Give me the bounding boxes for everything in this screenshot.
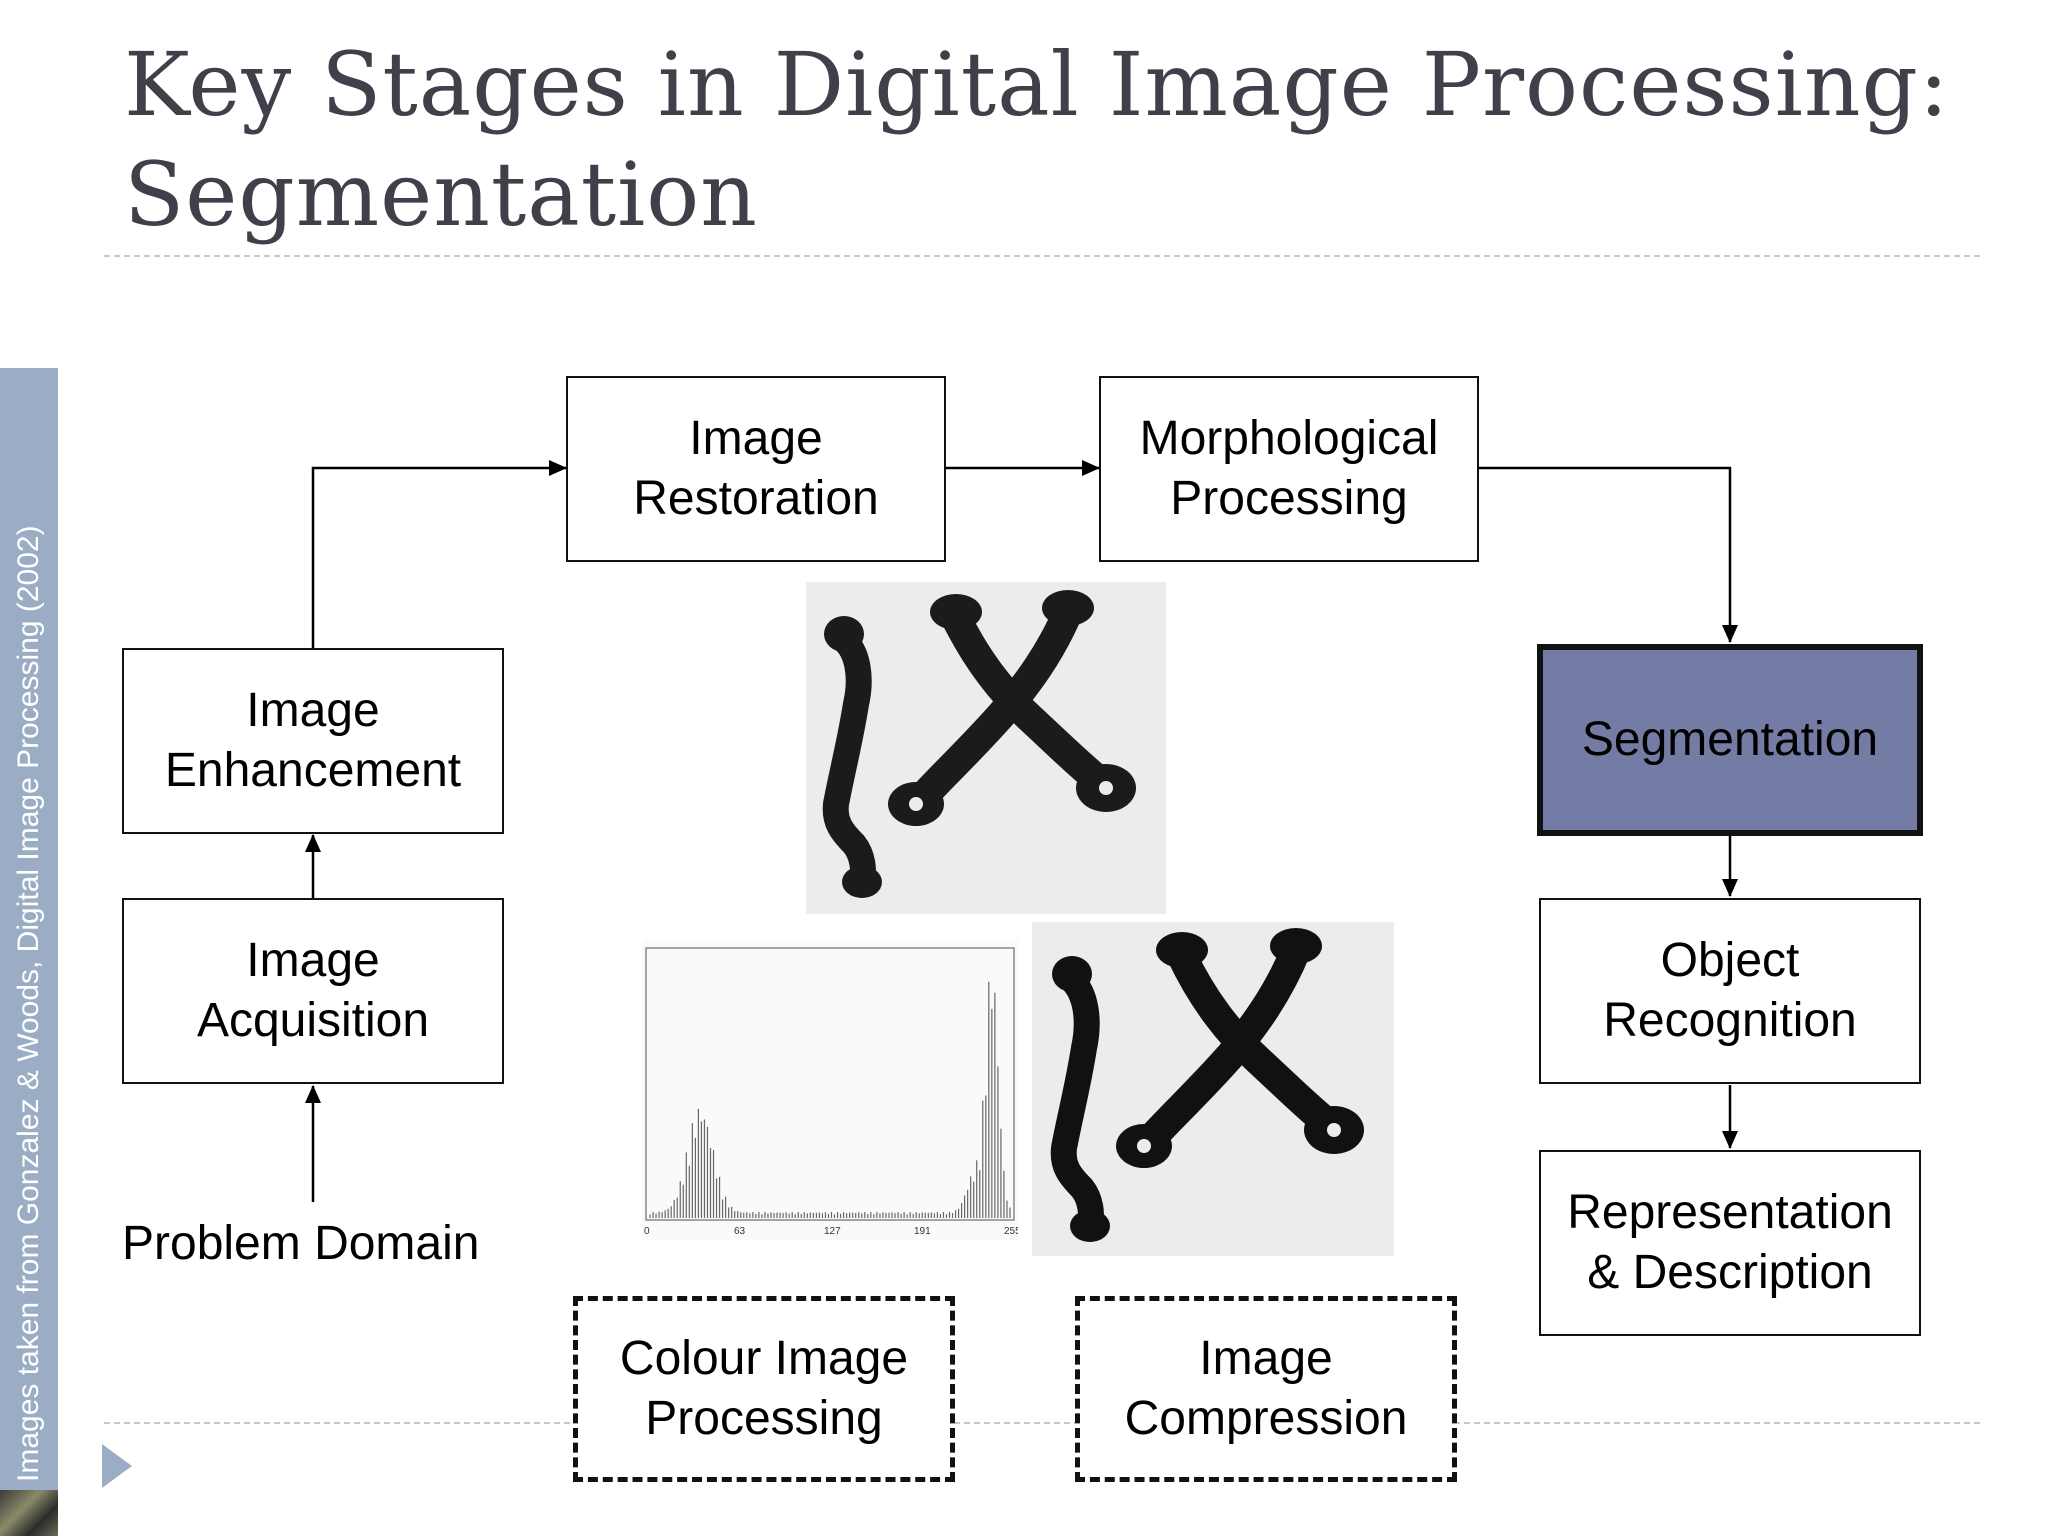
segmented-wrench-shapes xyxy=(1050,928,1364,1242)
stage-label: Image Compression xyxy=(1124,1332,1408,1445)
title-divider xyxy=(104,255,1980,257)
histogram-tick-label: 63 xyxy=(734,1226,746,1237)
stage-label: Morphological Processing xyxy=(1139,412,1439,525)
stage-label: Representation & Description xyxy=(1567,1186,1893,1299)
wrench-photo-segmented xyxy=(1032,922,1394,1256)
stage-colour-image-processing: Colour Image Processing xyxy=(573,1296,955,1482)
stage-object-recognition: Object Recognition xyxy=(1539,898,1921,1084)
stage-label: Image Restoration xyxy=(633,412,879,525)
histogram-tick-label: 191 xyxy=(914,1226,931,1237)
stage-label: Image Acquisition xyxy=(196,934,430,1047)
histogram-plot: 0 63 127 191 255 xyxy=(642,940,1021,1240)
arrow-enhancement-to-restoration xyxy=(311,460,567,648)
problem-domain-label: Problem Domain xyxy=(122,1217,480,1270)
stage-morphological-processing: Morphological Processing xyxy=(1099,376,1479,562)
sidebar-band xyxy=(0,368,58,1536)
histogram-tick-label: 127 xyxy=(824,1226,841,1237)
footer-divider xyxy=(104,1422,1980,1424)
stage-image-enhancement: Image Enhancement xyxy=(122,648,504,834)
stage-image-acquisition: Image Acquisition xyxy=(122,898,504,1084)
stage-label: Colour Image Processing xyxy=(619,1332,909,1445)
histogram-svg: 0 63 127 191 255 xyxy=(644,947,1021,1237)
histogram-tick-label: 0 xyxy=(644,1226,650,1237)
wrench-shapes xyxy=(822,590,1136,898)
stage-image-compression: Image Compression xyxy=(1075,1296,1457,1482)
stage-segmentation: Segmentation xyxy=(1537,644,1923,836)
stage-label: Segmentation xyxy=(1581,713,1879,766)
stage-image-restoration: Image Restoration xyxy=(566,376,946,562)
next-slide-arrow-icon[interactable] xyxy=(102,1444,132,1488)
arrow-morphological-to-segmentation xyxy=(1479,466,1738,643)
wrench-photo-original xyxy=(806,582,1166,914)
stage-representation-description: Representation & Description xyxy=(1539,1150,1921,1336)
stage-label: Image Enhancement xyxy=(164,684,462,797)
histogram-tick-label: 255 xyxy=(1004,1226,1018,1237)
sidebar-thumbnail xyxy=(0,1490,58,1536)
stage-label: Object Recognition xyxy=(1603,934,1857,1047)
page-title: Key Stages in Digital Image Processing: … xyxy=(124,33,1950,246)
